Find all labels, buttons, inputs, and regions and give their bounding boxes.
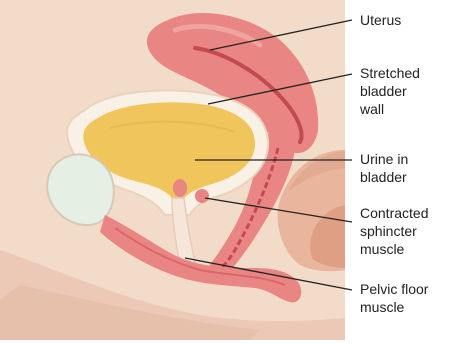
label-bladder-wall-line-2: bladder xyxy=(360,83,407,99)
label-sphincter-line-3: muscle xyxy=(360,241,405,257)
label-bladder-wall: Stretched bladder wall xyxy=(359,65,424,117)
label-bladder-wall-line-1: Stretched xyxy=(360,65,420,81)
label-bladder-wall-line-3: wall xyxy=(359,101,384,117)
label-pelvic-floor-line-2: muscle xyxy=(360,299,405,315)
label-urine: Urine in bladder xyxy=(360,151,412,185)
label-sphincter-line-1: Contracted xyxy=(360,205,428,221)
label-urine-line-1: Urine in xyxy=(360,151,408,167)
label-sphincter-line-2: sphincter xyxy=(360,223,417,239)
label-urine-line-2: bladder xyxy=(360,169,407,185)
label-pelvic-floor: Pelvic floor muscle xyxy=(360,281,432,315)
label-uterus-line: Uterus xyxy=(360,12,401,28)
anatomy-artwork xyxy=(0,0,345,340)
labels: Uterus Stretched bladder wall Urine in b… xyxy=(359,12,432,315)
label-pelvic-floor-line-1: Pelvic floor xyxy=(360,281,429,297)
sphincter-right xyxy=(195,189,209,203)
label-uterus: Uterus xyxy=(360,12,401,28)
label-sphincter: Contracted sphincter muscle xyxy=(360,205,432,257)
sphincter-left xyxy=(173,179,187,197)
